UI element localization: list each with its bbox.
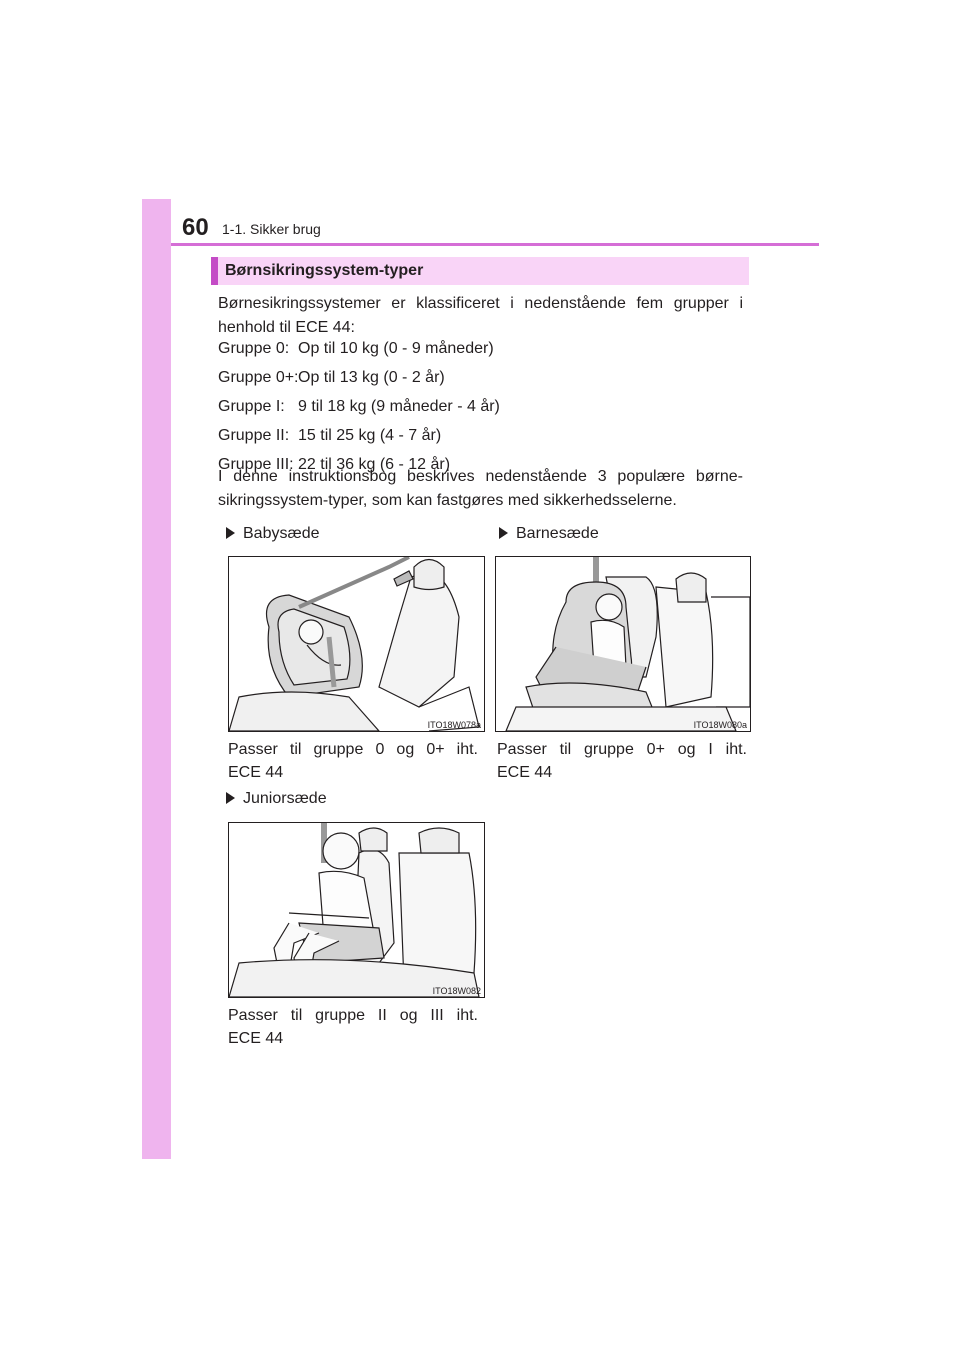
header-rule: [171, 243, 819, 246]
juniorseat-illustration: ITO18W082: [228, 822, 485, 998]
section-heading-box: [211, 257, 749, 285]
triangle-bullet-icon: [499, 527, 508, 539]
childseat-drawing: [505, 557, 750, 731]
caption-line: Passer til gruppe 0+ og I iht.: [497, 741, 747, 758]
subheading-label: Barnesæde: [516, 525, 599, 542]
juniorseat-caption: Passer til gruppe II og III iht. ECE 44: [228, 1004, 478, 1050]
subheading-juniorseat: Juniorsæde: [226, 790, 327, 808]
subheading-label: Babysæde: [243, 525, 320, 542]
subheading-babyseat: Babysæde: [226, 525, 320, 543]
caption-line: ECE 44: [228, 764, 284, 781]
section-heading-accent: [211, 257, 218, 285]
caption-line: ECE 44: [497, 764, 553, 781]
group-desc: 22 til 36 kg (6 - 12 år): [298, 456, 451, 473]
caption-line: Passer til gruppe II og III iht.: [228, 1007, 478, 1024]
group-desc: Op til 13 kg (0 - 2 år): [298, 369, 445, 386]
group-name: Gruppe II:: [218, 427, 290, 444]
group-name: Gruppe 0:: [218, 340, 290, 357]
image-code: ITO18W080a: [693, 720, 747, 730]
group-row: Gruppe 0+: Op til 13 kg (0 - 2 år): [218, 366, 618, 395]
group-desc: 15 til 25 kg (4 - 7 år): [298, 427, 442, 444]
childseat-illustration: ITO18W080a: [495, 556, 751, 732]
triangle-bullet-icon: [226, 527, 235, 539]
babyseat-illustration: ITO18W078a: [228, 556, 485, 732]
juniorseat-drawing: [229, 823, 480, 997]
babyseat-caption: Passer til gruppe 0 og 0+ iht. ECE 44: [228, 738, 478, 784]
group-row: Gruppe III: 22 til 36 kg (6 - 12 år): [218, 453, 618, 482]
subheading-childseat: Barnesæde: [499, 525, 599, 543]
subheading-label: Juniorsæde: [243, 790, 327, 807]
group-list: Gruppe 0: Op til 10 kg (0 - 9 måneder) G…: [218, 337, 618, 482]
chapter-tab-bar: [142, 199, 171, 1159]
outro-paragraph: I denne instruktionsbog beskrives nedens…: [218, 468, 743, 509]
babyseat-drawing: [229, 557, 480, 731]
group-row: Gruppe I: 9 til 18 kg (9 måneder - 4 år): [218, 395, 618, 424]
section-title: Børnsikringssystem-typer: [225, 262, 424, 279]
image-code: ITO18W078a: [427, 720, 481, 730]
group-name: Gruppe 0+:: [218, 369, 299, 386]
group-desc: Op til 10 kg (0 - 9 måneder): [298, 340, 494, 357]
running-head: 1-1. Sikker brug: [222, 221, 321, 237]
caption-line: ECE 44: [228, 1030, 284, 1047]
triangle-bullet-icon: [226, 792, 235, 804]
page-number: 60: [182, 214, 209, 241]
group-row: Gruppe II: 15 til 25 kg (4 - 7 år): [218, 424, 618, 453]
childseat-caption: Passer til gruppe 0+ og I iht. ECE 44: [497, 738, 747, 784]
intro-paragraph: Børnesikringssystemer er klassificeret i…: [218, 295, 743, 336]
group-row: Gruppe 0: Op til 10 kg (0 - 9 måneder): [218, 337, 618, 366]
caption-line: Passer til gruppe 0 og 0+ iht.: [228, 741, 478, 758]
group-desc: 9 til 18 kg (9 måneder - 4 år): [298, 398, 500, 415]
group-name: Gruppe III:: [218, 456, 294, 473]
group-name: Gruppe I:: [218, 398, 285, 415]
image-code: ITO18W082: [432, 986, 481, 996]
